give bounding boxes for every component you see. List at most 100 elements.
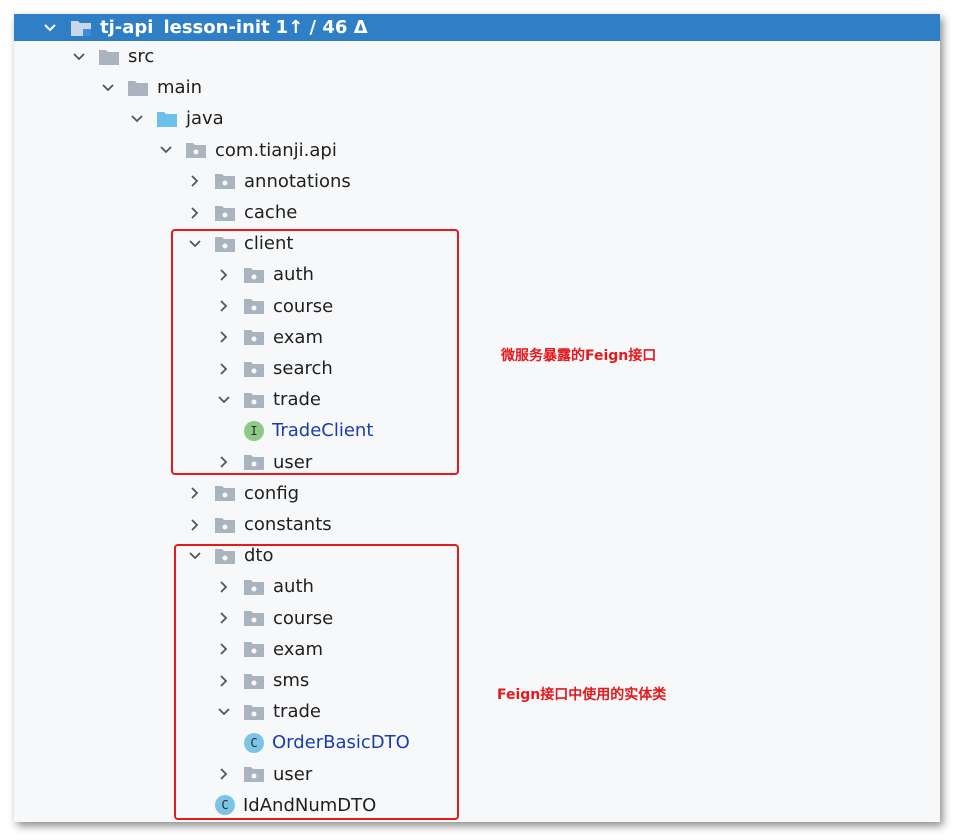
- tree-row[interactable]: dto: [14, 540, 940, 571]
- tree-item-label: OrderBasicDTO: [272, 732, 410, 754]
- chevron-right-icon[interactable]: [214, 359, 234, 379]
- class-icon: C: [215, 795, 235, 816]
- tree-row[interactable]: main: [14, 72, 940, 103]
- folder-icon: [127, 78, 149, 98]
- tree-row[interactable]: trade: [14, 384, 940, 415]
- tree-row[interactable]: cache: [14, 197, 940, 228]
- tree-row[interactable]: annotations: [14, 166, 940, 197]
- tree-row[interactable]: user: [14, 447, 940, 478]
- source-folder-icon: [156, 109, 178, 129]
- tree-row[interactable]: C IdAndNumDTO: [14, 790, 940, 821]
- package-icon: [214, 171, 236, 191]
- chevron-down-icon[interactable]: [185, 234, 205, 254]
- tree-item-label: com.tianji.api: [215, 139, 337, 161]
- vcs-status: 1↑ / 46 Δ: [275, 17, 368, 38]
- project-name: tj-api: [100, 17, 154, 38]
- chevron-right-icon[interactable]: [185, 203, 205, 223]
- tree-root-row[interactable]: tj-api lesson-init 1↑ / 46 Δ: [14, 14, 940, 41]
- interface-icon: I: [244, 420, 264, 441]
- tree-row[interactable]: java: [14, 103, 940, 134]
- tree-row[interactable]: com.tianji.api: [14, 135, 940, 166]
- package-icon: [243, 639, 265, 659]
- tree-row[interactable]: C OrderBasicDTO: [14, 727, 940, 758]
- chevron-down-icon[interactable]: [185, 546, 205, 566]
- package-icon: [243, 577, 265, 597]
- tree-row[interactable]: sms: [14, 665, 940, 696]
- tree-item-label: java: [186, 108, 224, 130]
- tree-row[interactable]: exam: [14, 322, 940, 353]
- tree-item-label: sms: [273, 670, 310, 691]
- tree-item-label: IdAndNumDTO: [243, 794, 377, 816]
- chevron-down-icon[interactable]: [127, 109, 147, 129]
- chevron-right-icon[interactable]: [214, 608, 234, 628]
- package-icon: [185, 140, 207, 160]
- module-folder-icon: [70, 18, 92, 38]
- package-icon: [243, 764, 265, 784]
- tree-row[interactable]: user: [14, 759, 940, 790]
- dto-annotation: Feign接口中使用的实体类: [497, 687, 667, 703]
- chevron-down-icon[interactable]: [214, 702, 234, 722]
- tree-item-label: trade: [273, 701, 321, 723]
- chevron-right-icon[interactable]: [214, 265, 234, 285]
- tree-row[interactable]: constants: [14, 509, 940, 540]
- tree-item-label: dto: [244, 545, 274, 567]
- package-icon: [214, 483, 236, 503]
- client-highlight-box: [171, 229, 459, 475]
- chevron-down-icon[interactable]: [214, 390, 234, 410]
- tree-item-label: course: [273, 607, 334, 629]
- tree-item-label: exam: [273, 326, 323, 348]
- chevron-down-icon[interactable]: [156, 140, 176, 160]
- tree-item-label: auth: [273, 264, 314, 286]
- package-icon: [214, 515, 236, 535]
- package-icon: [243, 452, 265, 472]
- tree-row[interactable]: src: [14, 41, 940, 72]
- tree-row[interactable]: auth: [14, 259, 940, 290]
- package-icon: [243, 327, 265, 347]
- branch-name: lesson-init: [163, 17, 270, 38]
- tree-item-label: annotations: [244, 170, 351, 192]
- tree-row[interactable]: I TradeClient: [14, 415, 940, 446]
- dto-highlight-box: [174, 544, 459, 820]
- chevron-right-icon[interactable]: [214, 671, 234, 691]
- tree-item-label: exam: [273, 638, 323, 660]
- tree-row[interactable]: trade: [14, 696, 940, 727]
- chevron-right-icon[interactable]: [214, 452, 234, 472]
- tree-item-label: config: [244, 482, 300, 504]
- tree-row[interactable]: auth: [14, 571, 940, 602]
- package-icon: [243, 296, 265, 316]
- tree-item-label: course: [273, 295, 334, 317]
- chevron-right-icon[interactable]: [214, 296, 234, 316]
- package-icon: [214, 234, 236, 254]
- chevron-right-icon[interactable]: [185, 515, 205, 535]
- chevron-down-icon[interactable]: [69, 47, 89, 67]
- tree-row[interactable]: exam: [14, 634, 940, 665]
- tree-row[interactable]: course: [14, 291, 940, 322]
- package-icon: [243, 359, 265, 379]
- tree-item-label: search: [273, 358, 333, 379]
- class-icon: C: [244, 732, 264, 753]
- chevron-right-icon[interactable]: [185, 171, 205, 191]
- chevron-right-icon[interactable]: [214, 577, 234, 597]
- chevron-right-icon[interactable]: [214, 764, 234, 784]
- chevron-right-icon[interactable]: [214, 639, 234, 659]
- chevron-down-icon[interactable]: [98, 78, 118, 98]
- package-icon: [214, 546, 236, 566]
- tree-item-label: auth: [273, 576, 314, 598]
- client-annotation: 微服务暴露的Feign接口: [501, 348, 657, 364]
- tree-item-label: client: [244, 233, 294, 255]
- tree-item-label: TradeClient: [272, 420, 374, 442]
- package-icon: [243, 608, 265, 628]
- tree-item-label: main: [157, 77, 202, 99]
- project-tool-window: tj-api lesson-init 1↑ / 46 Δ src main java…: [14, 14, 940, 822]
- chevron-right-icon[interactable]: [214, 327, 234, 347]
- tree-row[interactable]: client: [14, 228, 940, 259]
- package-icon: [214, 203, 236, 223]
- tree-row[interactable]: config: [14, 478, 940, 509]
- chevron-down-icon[interactable]: [40, 18, 60, 38]
- tree-row[interactable]: search: [14, 353, 940, 384]
- tree-item-label: user: [273, 451, 313, 473]
- project-tree: tj-api lesson-init 1↑ / 46 Δ src main java…: [14, 14, 940, 822]
- chevron-right-icon[interactable]: [185, 483, 205, 503]
- tree-row[interactable]: course: [14, 603, 940, 634]
- package-icon: [243, 671, 265, 691]
